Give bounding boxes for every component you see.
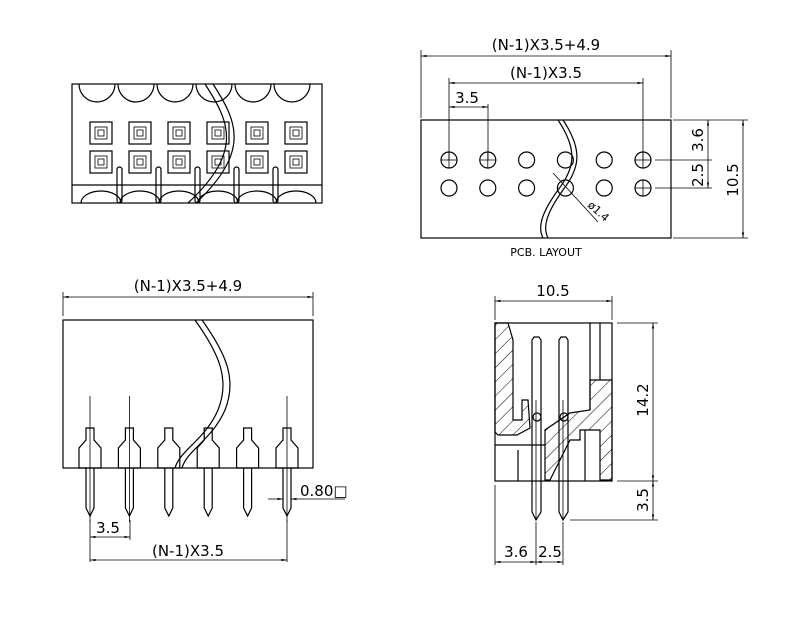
contact-cell bbox=[206, 150, 230, 174]
pcb-dim-hole: ø1.4 bbox=[585, 199, 612, 225]
bottom-arch bbox=[158, 190, 200, 204]
contact-inner bbox=[289, 155, 303, 169]
side-hatch-right bbox=[544, 379, 613, 481]
front-dim-total: (N-1)X3.5+4.9 bbox=[134, 277, 242, 295]
bottom-arch bbox=[197, 190, 239, 204]
pcb-hole bbox=[440, 179, 458, 197]
side-dim-tail: 3.5 bbox=[634, 488, 652, 512]
break-line bbox=[545, 119, 578, 239]
contact-core bbox=[97, 158, 105, 166]
contact-core bbox=[253, 129, 261, 137]
contact-core bbox=[175, 129, 183, 137]
front-body bbox=[62, 319, 314, 469]
bottom-arch bbox=[80, 190, 122, 204]
top-view bbox=[71, 83, 323, 204]
side-pin-1 bbox=[531, 336, 542, 522]
front-dim-pin: 0.80□ bbox=[300, 482, 348, 500]
contact-cell bbox=[128, 150, 152, 174]
pcb-dim-pitch: 3.5 bbox=[455, 89, 479, 107]
contact-cell bbox=[89, 121, 113, 145]
contact-inner bbox=[289, 126, 303, 140]
side-pin-2 bbox=[558, 336, 569, 522]
front-view: (N-1)X3.5+4.9 3.5 (N-1)X3.5 0.80□ bbox=[62, 277, 348, 562]
pin-shoulder bbox=[157, 427, 181, 469]
pcb-hole bbox=[556, 151, 575, 169]
pcb-layout-view: (N-1)X3.5+4.9 (N-1)X3.5 3.5 3.6 2.5 10.5… bbox=[420, 36, 748, 259]
contact-core bbox=[136, 129, 144, 137]
contact-inner bbox=[133, 126, 147, 140]
contact-core bbox=[214, 129, 222, 137]
break-line bbox=[174, 319, 224, 469]
contact-inner bbox=[250, 126, 264, 140]
side-body bbox=[494, 322, 613, 482]
bottom-arch bbox=[119, 190, 161, 204]
contact-core bbox=[253, 158, 261, 166]
contact-inner bbox=[172, 155, 186, 169]
contact-inner bbox=[172, 126, 186, 140]
top-bump bbox=[78, 83, 116, 103]
pin-shoulder bbox=[196, 427, 220, 469]
contact-core bbox=[292, 129, 300, 137]
break-line bbox=[181, 319, 231, 469]
contact-cell bbox=[167, 150, 191, 174]
pcb-dim-row-pitch: 2.5 bbox=[689, 163, 707, 187]
contact-inner bbox=[211, 155, 225, 169]
pcb-outline bbox=[420, 119, 672, 239]
contact-cell bbox=[167, 121, 191, 145]
contact-inner bbox=[94, 155, 108, 169]
contact-core bbox=[97, 129, 105, 137]
pcb-dim-height: 10.5 bbox=[724, 163, 742, 196]
top-bump bbox=[156, 83, 194, 103]
contact-cell bbox=[128, 121, 152, 145]
contact-cell bbox=[284, 150, 308, 174]
contact-cell bbox=[89, 150, 113, 174]
pcb-hole bbox=[479, 179, 497, 197]
pcb-hole bbox=[517, 179, 536, 197]
bottom-arch bbox=[236, 190, 278, 204]
side-view: 10.5 14.2 3.5 3.6 2.5 bbox=[494, 282, 658, 565]
pcb-hole bbox=[517, 151, 536, 169]
pcb-layout-label: PCB. LAYOUT bbox=[510, 246, 582, 259]
break-line bbox=[187, 83, 227, 204]
pcb-hole bbox=[595, 151, 613, 169]
contact-cell bbox=[284, 121, 308, 145]
pin-shoulder bbox=[236, 427, 260, 469]
contact-inner bbox=[250, 155, 264, 169]
contact-cell bbox=[245, 121, 269, 145]
side-hatch-left bbox=[494, 322, 531, 436]
contact-core bbox=[136, 158, 144, 166]
side-dim-row-pitch: 2.5 bbox=[538, 543, 562, 561]
pcb-dim-span: (N-1)X3.5 bbox=[510, 64, 582, 82]
pin-tail bbox=[203, 468, 213, 518]
bottom-arch bbox=[275, 190, 317, 204]
break-line bbox=[540, 119, 573, 239]
contact-core bbox=[175, 158, 183, 166]
pin-shoulder bbox=[117, 427, 141, 469]
pin-shoulder bbox=[275, 427, 299, 469]
contact-inner bbox=[211, 126, 225, 140]
contact-inner bbox=[133, 155, 147, 169]
contact-core bbox=[292, 158, 300, 166]
pcb-dim-row-offset: 3.6 bbox=[689, 128, 707, 152]
break-line bbox=[195, 83, 235, 204]
pin-tail bbox=[243, 468, 253, 518]
side-dim-height: 14.2 bbox=[634, 383, 652, 416]
contact-cell bbox=[245, 150, 269, 174]
top-bump bbox=[234, 83, 272, 103]
pcb-hole bbox=[595, 179, 613, 197]
side-dim-width: 10.5 bbox=[536, 282, 569, 300]
top-bump bbox=[117, 83, 155, 103]
pcb-dim-total: (N-1)X3.5+4.9 bbox=[492, 36, 600, 54]
contact-inner bbox=[94, 126, 108, 140]
front-dim-span: (N-1)X3.5 bbox=[152, 542, 224, 560]
top-bump bbox=[195, 83, 233, 103]
side-dim-offset: 3.6 bbox=[504, 543, 528, 561]
front-dim-pitch: 3.5 bbox=[96, 519, 120, 537]
top-bump bbox=[273, 83, 311, 103]
pin-tail bbox=[164, 468, 174, 518]
contact-cell bbox=[206, 121, 230, 145]
pin-shoulder bbox=[78, 427, 102, 469]
